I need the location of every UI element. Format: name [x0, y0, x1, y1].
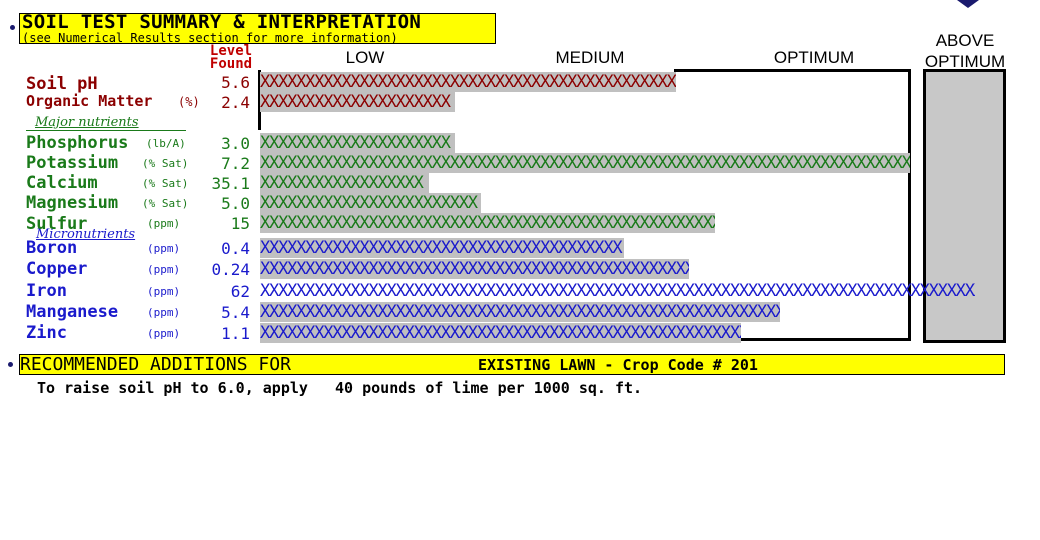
chart-axis-line	[258, 70, 261, 130]
scale-low: LOW	[345, 48, 385, 67]
chevron-down-icon	[957, 0, 979, 8]
level-bar-sulfur: XXXXXXXXXXXXXXXXXXXXXXXXXXXXXXXXXXXXXXXX…	[260, 213, 715, 233]
level-bar-boron: XXXXXXXXXXXXXXXXXXXXXXXXXXXXXXXXXXXXXXXX	[260, 238, 624, 258]
major-nutrients-label: Major nutrients	[35, 115, 139, 130]
scale-optimum: OPTIMUM	[773, 48, 855, 67]
nutrient-label-manganese: Manganese	[26, 302, 119, 322]
nutrient-unit-iron: (ppm)	[147, 285, 181, 298]
nutrient-label-iron: Iron	[26, 281, 67, 301]
level-found-organic-matter: 2.4	[221, 93, 250, 112]
nutrient-label-magnesium: Magnesium	[26, 193, 119, 213]
level-bar-manganese: XXXXXXXXXXXXXXXXXXXXXXXXXXXXXXXXXXXXXXXX…	[260, 302, 780, 322]
summary-subtitle: (see Numerical Results section for more …	[22, 31, 398, 45]
nutrient-label-zinc: Zinc	[26, 323, 67, 343]
scale-medium: MEDIUM	[555, 48, 625, 67]
nutrient-label-soil-ph: Soil pH	[26, 74, 98, 94]
nutrient-unit-potassium: (% Sat)	[142, 157, 189, 170]
optimum-range-box	[674, 69, 911, 341]
recommendations-banner: RECOMMENDED ADDITIONS FOR EXISTING LAWN …	[19, 354, 1005, 375]
nutrient-unit-boron: (ppm)	[147, 242, 181, 255]
nutrient-label-boron: Boron	[26, 238, 78, 258]
level-found-calcium: 35.1	[211, 174, 250, 193]
nutrient-unit-zinc: (ppm)	[147, 327, 181, 340]
level-found-magnesium: 5.0	[221, 194, 250, 213]
major-nutrients-divider	[26, 130, 186, 131]
nutrient-label-calcium: Calcium	[26, 173, 98, 193]
level-found-manganese: 5.4	[221, 303, 250, 322]
level-bar-organic-matter: XXXXXXXXXXXXXXXXXXXXX	[260, 92, 455, 112]
nutrient-label-organic-matter: Organic Matter	[26, 92, 153, 110]
nutrient-unit-organic-matter: (%)	[178, 95, 200, 109]
nutrient-label-sulfur: Sulfur	[26, 214, 88, 234]
nutrient-unit-phosphorus: (lb/A)	[146, 137, 186, 150]
scale-above-optimum: ABOVE OPTIMUM	[924, 31, 1006, 71]
crop-code: EXISTING LAWN - Crop Code # 201	[478, 356, 758, 374]
level-bar-calcium: XXXXXXXXXXXXXXXXXX	[260, 173, 429, 193]
level-found-header: Level Found	[203, 43, 259, 72]
recommendation-line: To raise soil pH to 6.0, apply 40 pounds…	[37, 379, 643, 397]
above-optimum-range-box	[923, 69, 1006, 343]
level-bar-phosphorus: XXXXXXXXXXXXXXXXXXXXX	[260, 133, 455, 153]
level-found-potassium: 7.2	[221, 154, 250, 173]
summary-title-banner: SOIL TEST SUMMARY & INTERPRETATION (see …	[19, 11, 496, 45]
level-bar-magnesium: XXXXXXXXXXXXXXXXXXXXXXXX	[260, 193, 481, 213]
nutrient-unit-sulfur: (ppm)	[147, 217, 181, 230]
level-bar-soil-ph: XXXXXXXXXXXXXXXXXXXXXXXXXXXXXXXXXXXXXXXX…	[260, 72, 676, 92]
nutrient-unit-manganese: (ppm)	[147, 306, 181, 319]
nutrient-unit-magnesium: (% Sat)	[142, 197, 189, 210]
level-found-line1: Level	[209, 43, 253, 59]
level-bar-iron: XXXXXXXXXXXXXXXXXXXXXXXXXXXXXXXXXXXXXXXX…	[260, 281, 975, 301]
level-bar-potassium: XXXXXXXXXXXXXXXXXXXXXXXXXXXXXXXXXXXXXXXX…	[260, 153, 910, 173]
nutrient-unit-copper: (ppm)	[147, 263, 181, 276]
level-found-copper: 0.24	[211, 260, 250, 279]
level-found-soil-ph: 5.6	[221, 73, 250, 92]
nutrient-label-potassium: Potassium	[26, 153, 119, 173]
recommendations-heading: RECOMMENDED ADDITIONS FOR	[20, 354, 291, 375]
summary-title: SOIL TEST SUMMARY & INTERPRETATION	[22, 11, 422, 33]
level-found-zinc: 1.1	[221, 324, 250, 343]
level-found-phosphorus: 3.0	[221, 134, 250, 153]
rec-bullet	[8, 362, 13, 367]
level-bar-zinc: XXXXXXXXXXXXXXXXXXXXXXXXXXXXXXXXXXXXXXXX…	[260, 323, 741, 343]
level-found-line2: Found	[209, 56, 253, 72]
nutrient-label-phosphorus: Phosphorus	[26, 133, 129, 153]
level-found-boron: 0.4	[221, 239, 250, 258]
level-found-sulfur: 15	[230, 214, 250, 233]
nutrient-unit-calcium: (% Sat)	[142, 177, 189, 190]
micronutrients-label: Micronutrients	[36, 227, 136, 242]
title-bullet	[10, 25, 15, 30]
level-found-iron: 62	[230, 282, 250, 301]
nutrient-label-copper: Copper	[26, 259, 88, 279]
level-bar-copper: XXXXXXXXXXXXXXXXXXXXXXXXXXXXXXXXXXXXXXXX…	[260, 259, 689, 279]
